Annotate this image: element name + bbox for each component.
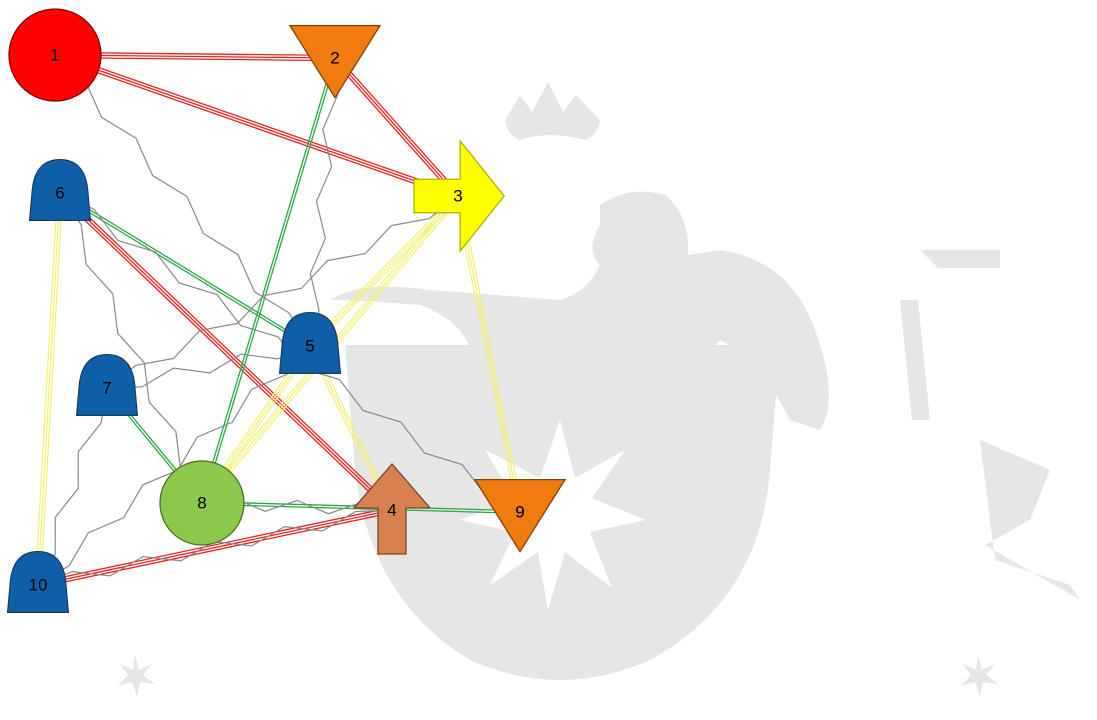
node-3-shape — [413, 139, 506, 253]
node-2[interactable]: 2 — [288, 24, 382, 99]
edge-2-5 — [309, 57, 339, 347]
node-6-shape — [28, 158, 92, 221]
edge-2-8 — [200, 57, 337, 504]
node-1-shape — [8, 8, 102, 102]
node-7-label: 7 — [102, 379, 111, 398]
edge-2-3 — [332, 55, 461, 199]
edge-6-4 — [57, 190, 395, 513]
node-7[interactable]: 7 — [75, 353, 139, 416]
node-9-label: 9 — [515, 503, 524, 522]
node-10-label: 10 — [29, 576, 48, 595]
node-9-shape — [473, 478, 567, 553]
node-8-shape — [159, 460, 245, 546]
node-2-shape — [288, 24, 382, 99]
node-5-shape — [278, 311, 342, 374]
nodes-layer: 1 2 3 4 5 6 7 8 9 10 — [6, 8, 567, 613]
node-8[interactable]: 8 — [159, 460, 245, 546]
edge-7-10 — [37, 387, 108, 586]
edge-3-7 — [106, 195, 459, 389]
node-6-label: 6 — [55, 184, 64, 203]
edge-1-5 — [54, 54, 311, 347]
edge-3-9 — [454, 195, 524, 513]
node-8-label: 8 — [197, 494, 206, 513]
edge-6-10 — [34, 192, 64, 586]
node-9[interactable]: 9 — [473, 478, 567, 553]
edge-6-5 — [58, 191, 312, 348]
node-6[interactable]: 6 — [28, 158, 92, 221]
node-4-label: 4 — [387, 501, 396, 520]
node-1-label: 1 — [50, 46, 59, 65]
edge-6-8 — [59, 192, 203, 504]
node-2-label: 2 — [330, 49, 339, 68]
edge-1-2 — [54, 51, 336, 62]
node-4[interactable]: 4 — [352, 463, 432, 555]
node-1[interactable]: 1 — [8, 8, 102, 102]
node-4-shape — [352, 463, 432, 555]
node-3-label: 3 — [453, 187, 462, 206]
node-7-shape — [75, 353, 139, 416]
node-10-shape — [6, 550, 70, 613]
edge-1-3 — [53, 51, 460, 200]
edge-5-7 — [106, 345, 311, 389]
node-3[interactable]: 3 — [413, 139, 506, 253]
edges-layer — [34, 51, 524, 589]
university-crest-watermark — [118, 82, 1080, 696]
node-5[interactable]: 5 — [278, 311, 342, 374]
node-5-label: 5 — [305, 337, 314, 356]
node-10[interactable]: 10 — [6, 550, 70, 613]
